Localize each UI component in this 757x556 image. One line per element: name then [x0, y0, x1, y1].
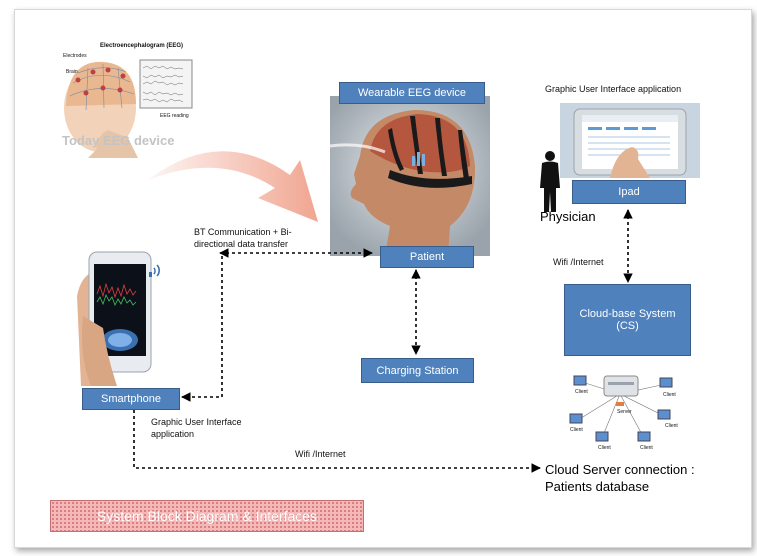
wireless-signal-icon [149, 264, 160, 277]
smartphone-illustration [77, 251, 152, 386]
physician-label: Physician [540, 209, 596, 224]
eeg-electrodes-label: Electrodes [63, 53, 87, 59]
charging-station-box: Charging Station [361, 358, 474, 383]
gui-app-top-label: Graphic User Interface application [545, 84, 682, 94]
client-label-6: Client [640, 445, 653, 451]
cloud-system-line2: (CS) [616, 320, 639, 332]
patient-box: Patient [380, 246, 474, 268]
bt-comm-line2: directional data transfer [194, 239, 289, 249]
gui-app-bottom-line2: application [151, 429, 195, 439]
wifi-bottom-label: Wifi /Internet [295, 449, 346, 459]
ipad-illustration [560, 103, 700, 178]
bt-comm-line1: BT Communication + Bi- [194, 227, 292, 237]
ipad-box: Ipad [572, 180, 686, 204]
eeg-figure-title: Electroencephalogram (EEG) [100, 43, 184, 49]
cloud-system-line1: Cloud-base System [579, 308, 676, 320]
network-illustration [569, 375, 673, 442]
client-label-4: Client [665, 423, 678, 429]
gui-app-bottom-line1: Graphic User Interface [151, 417, 242, 427]
client-label-2: Client [663, 392, 676, 398]
diagram-caption: System Block Diagram & Interfaces [50, 500, 364, 532]
wearable-eeg-box: Wearable EEG device [339, 82, 485, 104]
today-eeg-label: Today EEG device [62, 133, 175, 148]
smartphone-box: Smartphone [82, 388, 180, 410]
cloud-system-box: Cloud-base System (CS) [564, 284, 691, 356]
cloud-connection-line1: Cloud Server connection : [545, 462, 695, 477]
server-label: Server [617, 409, 632, 415]
eeg-reading-label: EEG reading [160, 113, 189, 119]
wearable-head-illustration [330, 96, 490, 256]
eeg-illustration [64, 59, 193, 158]
client-label-1: Client [575, 389, 588, 395]
physician-icon [540, 151, 560, 212]
client-label-3: Client [570, 427, 583, 433]
client-label-5: Client [598, 445, 611, 451]
cloud-connection-line2: Patients database [545, 479, 650, 494]
wifi-right-label: Wifi /Internet [553, 257, 604, 267]
transition-arrow [148, 151, 318, 222]
eeg-brain-label: Brain [66, 69, 78, 75]
